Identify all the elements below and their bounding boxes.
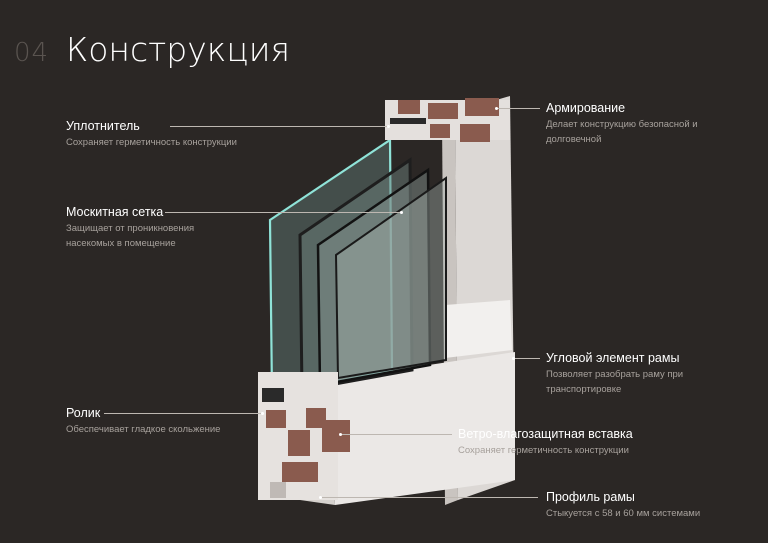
- leader-dot-profile: [319, 496, 322, 499]
- callout-roller: Ролик Обеспечивает гладкое скольжение: [66, 405, 220, 437]
- callout-mesh: Москитная сетка Защищает от проникновени…: [66, 204, 231, 251]
- callout-seal: Уплотнитель Сохраняет герметичность конс…: [66, 118, 237, 150]
- callout-description: Сохраняет герметичность конструкции: [66, 137, 237, 148]
- leader-line-roller: [104, 413, 262, 414]
- leader-line-profile: [320, 497, 538, 498]
- leader-dot-insert: [339, 433, 342, 436]
- leader-line-reinforcement: [496, 108, 540, 109]
- leader-line-mesh: [165, 212, 401, 213]
- leader-line-seal: [170, 126, 388, 127]
- callout-description: Делает конструкцию безопасной и долговеч…: [546, 119, 698, 145]
- callout-title: Угловой элемент рамы: [546, 351, 680, 365]
- section-number: 04: [14, 38, 50, 68]
- callout-description: Стыкуется с 58 и 60 мм системами: [546, 508, 701, 519]
- callout-description: Обеспечивает гладкое скольжение: [66, 424, 221, 435]
- callout-corner: Угловой элемент рамы Позволяет разобрать…: [546, 350, 686, 397]
- leader-dot-seal: [387, 125, 390, 128]
- page-title: Конструкция: [66, 30, 291, 69]
- callout-description: Сохраняет герметичность конструкции: [458, 445, 629, 456]
- leader-dot-corner: [512, 357, 515, 360]
- callout-profile: Профиль рамы Стыкуется с 58 и 60 мм сист…: [546, 489, 700, 521]
- callout-title: Уплотнитель: [66, 119, 140, 133]
- callout-reinforcement: Армирование Делает конструкцию безопасно…: [546, 100, 706, 147]
- callout-title: Ветро-влагозащитная вставка: [458, 427, 633, 441]
- callout-description: Защищает от проникновения насекомых в по…: [66, 223, 195, 249]
- callout-title: Ролик: [66, 406, 101, 420]
- callout-title: Москитная сетка: [66, 205, 164, 219]
- leader-dot-roller: [261, 412, 264, 415]
- leader-line-insert: [340, 434, 452, 435]
- callout-insert: Ветро-влагозащитная вставка Сохраняет ге…: [458, 426, 633, 458]
- leader-dot-mesh: [400, 211, 403, 214]
- callout-title: Армирование: [546, 101, 626, 115]
- callout-title: Профиль рамы: [546, 490, 635, 504]
- callout-description: Позволяет разобрать раму при транспортир…: [546, 369, 684, 395]
- leader-line-corner: [513, 358, 540, 359]
- leader-dot-reinforcement: [495, 107, 498, 110]
